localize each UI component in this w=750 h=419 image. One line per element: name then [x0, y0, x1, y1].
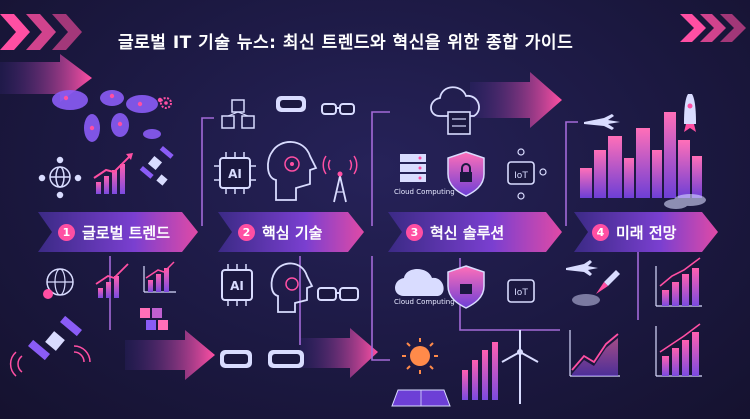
section-band-2 [218, 212, 364, 252]
section-band-1 [38, 212, 198, 252]
arrow-top-middle [470, 72, 562, 128]
security-shield-icon-2 [447, 265, 485, 309]
chevron-arrows-top-left [0, 14, 82, 50]
ai-head-icon-2 [270, 262, 314, 313]
ai-head-icon-1 [267, 141, 318, 201]
ai-chip-icon-1: AI [214, 152, 256, 194]
section-3-number: 3 [406, 223, 423, 241]
section-4-label: 4 미래 전망 [592, 212, 676, 252]
growth-chart-icon-1 [93, 153, 133, 194]
cloud-icon [395, 269, 444, 296]
world-map-icon [52, 90, 161, 142]
security-shield-icon-1 [447, 151, 485, 197]
cloud-computing-label-1: Cloud Computing [394, 188, 455, 196]
section-1-number: 1 [58, 223, 75, 241]
wind-turbine-icon [501, 330, 539, 404]
location-globe-icon [43, 268, 74, 299]
vr-headset-icon-2 [220, 350, 304, 368]
rocket-smoke [664, 194, 706, 209]
iot-device-icon-2: IoT [507, 279, 535, 303]
section-1-title: 글로벌 트렌드 [82, 223, 171, 242]
signal-waves-icon-left [9, 351, 23, 377]
arrow-top-left [0, 54, 92, 102]
iot-label-2: IoT [514, 288, 528, 298]
cloud-computing-label-2: Cloud Computing [394, 298, 455, 306]
gear-icon [160, 97, 172, 109]
antenna-tower-icon [322, 155, 358, 203]
cloud-server-icon [430, 86, 480, 135]
airplane-icon-2 [566, 260, 598, 276]
section-4-number: 4 [592, 223, 609, 241]
satellite-icon-2 [28, 315, 91, 363]
airplane-icon [584, 114, 620, 130]
ar-glasses-icon-2 [317, 287, 359, 301]
energy-bars-icon [462, 342, 498, 400]
section-3-label: 3 혁신 솔루션 [406, 212, 504, 252]
iot-label-1: IoT [514, 171, 528, 181]
section-1-label: 1 글로벌 트렌드 [58, 212, 170, 252]
vr-headset-icon-1 [276, 96, 306, 112]
section-3-title: 혁신 솔루션 [430, 223, 505, 242]
section-4-title: 미래 전망 [616, 223, 677, 242]
city-skyline [580, 112, 702, 198]
bar-chart-icon-3 [655, 323, 702, 377]
bar-chart-icon-1 [143, 261, 176, 293]
server-rack-icon [400, 154, 426, 182]
section-2-label: 2 핵심 기술 [238, 212, 322, 252]
arrow-bottom-middle [125, 328, 378, 380]
ai-chip-icon-2: AI [221, 264, 253, 306]
section-2-title: 핵심 기술 [262, 223, 323, 242]
rocket-icon-1 [684, 94, 696, 132]
rocket-icon-2 [572, 270, 620, 306]
sun-icon [402, 338, 438, 374]
section-band-4 [574, 212, 718, 252]
cubes-network-icon [221, 99, 255, 129]
iot-device-icon-1: IoT [507, 148, 547, 200]
solar-panel-icon [391, 389, 451, 407]
satellite-icon-1 [139, 145, 174, 186]
page-title: 글로벌 IT 기술 뉴스: 최신 트렌드와 혁신을 위한 종합 가이드 [118, 33, 574, 53]
ai-chip-label-1: AI [228, 167, 242, 181]
section-band-3 [388, 212, 562, 252]
chevron-arrows-top-right [680, 14, 746, 42]
ai-chip-label-2: AI [230, 279, 244, 293]
line-chart-icon-1 [569, 330, 620, 377]
network-nodes [63, 93, 163, 131]
bar-chart-icon-2 [655, 257, 702, 307]
blocks-icon [140, 308, 168, 330]
globe-network-icon [38, 156, 82, 199]
ar-glasses-icon-1 [321, 103, 355, 115]
growth-chart-icon-2 [95, 263, 129, 298]
section-2-number: 2 [238, 223, 255, 241]
